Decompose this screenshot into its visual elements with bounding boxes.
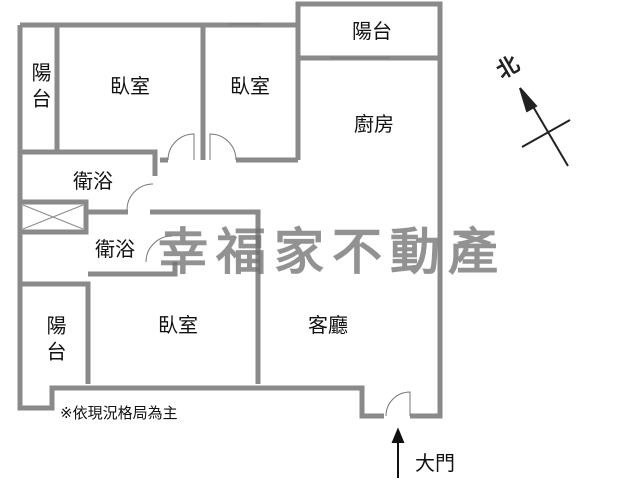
watermark: 幸福家不動產 — [158, 223, 506, 281]
entrance-label: 大門 — [415, 451, 455, 475]
room-label-bedroom-1: 臥室 — [110, 74, 150, 98]
room-label-balcony-west-bottom: 陽台 — [43, 315, 67, 367]
disclaimer-note: ※依現況格局為主 — [60, 404, 178, 422]
room-label-balcony-west-top: 陽台 — [28, 62, 52, 114]
room-label-living-room: 客廳 — [308, 313, 348, 337]
room-label-balcony-north: 陽台 — [352, 19, 392, 43]
room-label-kitchen: 廚房 — [354, 112, 394, 136]
room-label-bathroom-2: 衛浴 — [95, 237, 135, 261]
room-label-bedroom-3: 臥室 — [158, 313, 198, 337]
room-label-bathroom-1: 衛浴 — [73, 169, 113, 193]
room-label-bedroom-2: 臥室 — [230, 74, 270, 98]
